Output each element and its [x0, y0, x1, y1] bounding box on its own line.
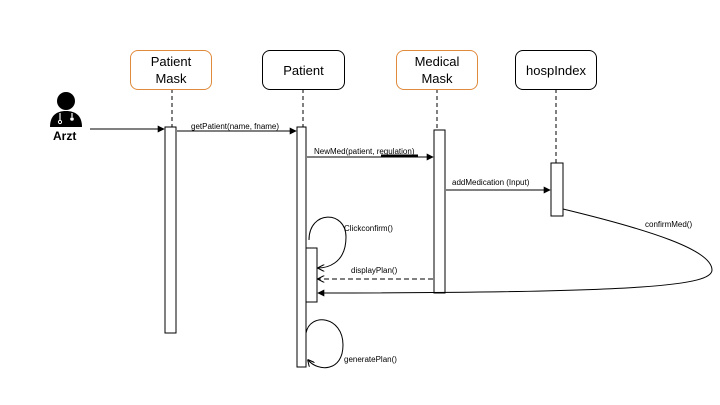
hospindex-label: hospIndex: [526, 62, 586, 78]
activation-medical-mask: [433, 129, 446, 294]
arrow-confirm-med: [317, 208, 713, 297]
message-click-confirm: Clickconfirm(): [344, 224, 393, 233]
patient-mask-label-line1: Patient: [150, 54, 192, 69]
doctor-icon: [50, 92, 82, 127]
lifeline-box-hospindex: hospIndex: [515, 50, 597, 90]
medical-mask-label-line2: Mask: [421, 71, 453, 86]
message-get-patient: getPatient(name, fname): [191, 122, 280, 131]
message-display-plan: displayPlan(): [351, 266, 398, 275]
patient-mask-label-line2: Mask: [155, 71, 187, 86]
message-confirm-med: confirmMed(): [645, 220, 693, 229]
medical-mask-label-line1: Medical: [414, 54, 460, 69]
actor-label: Arzt: [53, 129, 77, 143]
activation-patient-mask: [164, 126, 177, 334]
arrow-generate-plan-loop: [305, 319, 344, 369]
message-new-med: NewMed(patient, regulation): [314, 147, 415, 156]
activation-hospindex: [550, 162, 564, 217]
message-add-medication: addMedication (Input): [452, 178, 530, 187]
activation-patient: [296, 126, 307, 368]
arrow-click-confirm-loop: [308, 216, 347, 268]
patient-label: Patient: [283, 62, 324, 78]
lifeline-box-patient: Patient: [262, 50, 345, 90]
message-generate-plan: generatePlan(): [344, 355, 397, 364]
activation-patient-nested: [305, 247, 318, 303]
